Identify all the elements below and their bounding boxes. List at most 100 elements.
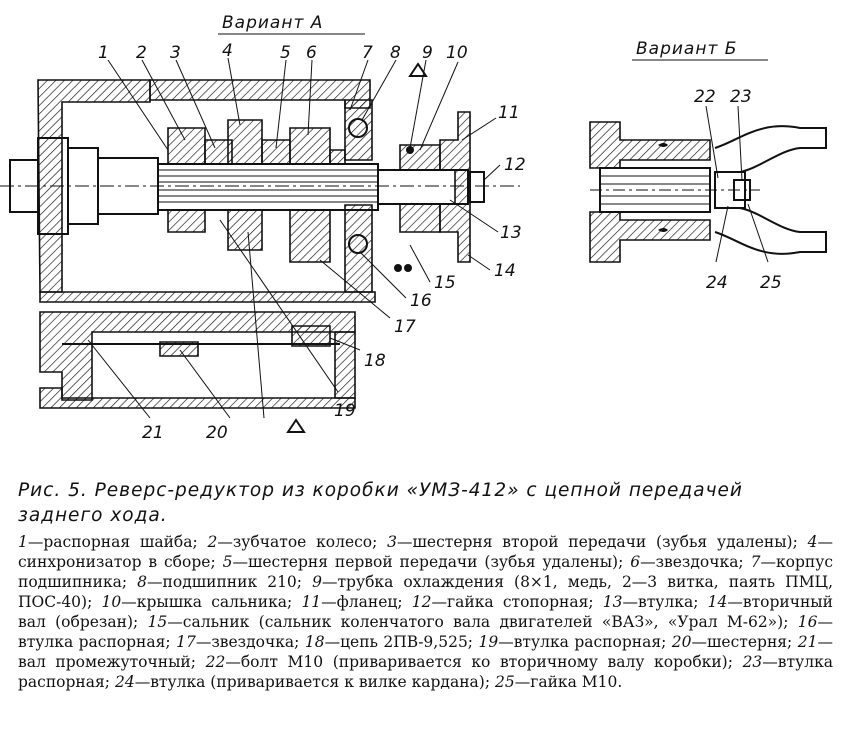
legend-item-text: звездочка; (211, 633, 300, 651)
legend-item-number: 18 (304, 633, 325, 651)
callout-1: 1 (98, 43, 109, 63)
legend-item-number: 5 (222, 553, 233, 571)
legend-item-text: сальник (сальник коленчатого вала двигат… (182, 613, 789, 631)
legend-item-text: гайка стопорная; (447, 593, 594, 611)
legend-item-number: 2 (207, 533, 218, 551)
legend-item: 23—втулка распорная; (18, 653, 833, 691)
legend-item: 16—втулка распорная; (18, 613, 833, 651)
variant-b-drawing: Вариант Б 22 23 24 25 (589, 39, 827, 293)
legend-item: 22—болт М10 (приваривается ко вторичному… (205, 653, 733, 671)
callout-10: 10 (446, 43, 468, 63)
legend-item: 4—синхронизатор в сборе; (18, 533, 833, 571)
legend-item: 11—фланец; (301, 593, 403, 611)
legend-item-text: трубка охлаждения (8×1, медь, 2—3 витка,… (18, 573, 834, 611)
legend-item-number: 12 (411, 593, 432, 611)
legend-item: 25—гайка М10. (494, 673, 623, 691)
legend-item-number: 22 (205, 653, 226, 671)
cardan-fork-upper (714, 125, 827, 173)
legend-item: 3—шестерня второй передачи (зубья удален… (387, 533, 798, 551)
sprocket-6 (289, 127, 331, 165)
cooling-tube-9 (406, 146, 414, 154)
callout-23: 23 (730, 87, 752, 107)
callout-numbers-a: 1 2 3 4 5 6 7 8 9 10 11 12 13 14 15 16 1… (98, 41, 526, 443)
callout-13: 13 (500, 223, 522, 243)
callout-5: 5 (280, 43, 291, 63)
legend-item: 5—шестерня первой передачи (зубья удален… (222, 553, 624, 571)
callout-21: 21 (142, 423, 164, 443)
callout-11: 11 (498, 103, 520, 123)
synchronizer-4 (227, 119, 263, 165)
legend-item-text: цепь 2ПВ-9,525; (340, 633, 474, 651)
legend-item: 12—гайка стопорная; (411, 593, 594, 611)
callout-15: 15 (434, 273, 456, 293)
legend-item: 7—корпус подшипника; (18, 553, 834, 591)
legend-item-text: синхронизатор в сборе; (18, 553, 216, 571)
legend-item-number: 15 (147, 613, 168, 631)
legend-item-text: болт М10 (приваривается ко вторичному ва… (240, 653, 733, 671)
legend-item-number: 16 (797, 613, 818, 631)
legend-item-number: 1 (18, 533, 28, 551)
legend-item-text: шестерня первой передачи (зубья удалены)… (247, 553, 624, 571)
flange-11 (439, 111, 471, 263)
legend-item-number: 20 (671, 633, 692, 651)
legend-item: 24—втулка (приваривается к вилке кардана… (114, 673, 491, 691)
legend-item-number: 10 (101, 593, 122, 611)
legend-item: 10—крышка сальника; (101, 593, 293, 611)
callout-3: 3 (170, 43, 181, 63)
legend-item-number: 17 (176, 633, 196, 651)
legend-item-text: втулка распорная; (18, 653, 833, 691)
gear-2 (167, 127, 206, 165)
reverse-gearbox-drawing: Вариант А (0, 13, 827, 443)
legend-item: 2—зубчатое колесо; (207, 533, 378, 551)
variant-a-title: Вариант А (222, 13, 323, 33)
lock-nut-12 (469, 171, 485, 203)
callout-leaders-b (705, 105, 769, 263)
legend-item: 6—звездочка; (630, 553, 744, 571)
legend-item: 1—распорная шайба; (18, 533, 198, 551)
legend-item: 13—втулка; (602, 593, 699, 611)
legend-item: 19—втулка распорная; (478, 633, 667, 651)
legend-item-number: 7 (750, 553, 761, 571)
legend-item-text: вал промежуточный; (18, 653, 196, 671)
variant-a-drawing: Вариант А (0, 13, 526, 443)
shaft-housing-upper-b (589, 121, 711, 169)
legend-item: 21—вал промежуточный; (18, 633, 833, 671)
legend-item-number: 8 (137, 573, 148, 591)
legend-item-number: 23 (742, 653, 763, 671)
lower-case-right (334, 331, 356, 399)
callout-17: 17 (394, 317, 416, 337)
legend-item-number: 6 (630, 553, 641, 571)
callout-20: 20 (206, 423, 228, 443)
gear-20 (159, 341, 199, 357)
callout-4: 4 (222, 41, 233, 61)
legend-item-text: подшипник 210; (162, 573, 303, 591)
callout-12: 12 (504, 155, 526, 175)
callout-14: 14 (494, 261, 516, 281)
callout-24: 24 (706, 273, 728, 293)
legend-item-text: втулка (приваривается к вилке кардана); (150, 673, 491, 691)
legend-item-number: 3 (387, 533, 397, 551)
legend-item: 18—цепь 2ПВ-9,525; (304, 633, 474, 651)
bearing-8 (348, 118, 368, 254)
callout-7: 7 (362, 43, 373, 63)
callout-numbers-b: 22 23 24 25 (694, 87, 782, 293)
callout-22: 22 (694, 87, 716, 107)
parts-legend: 1—распорная шайба; 2—зубчатое колесо; 3—… (18, 532, 833, 692)
legend-item: 17—звездочка; (176, 633, 300, 651)
legend-item-number: 21 (797, 633, 818, 651)
legend-item-text: фланец; (336, 593, 403, 611)
legend-item-number: 11 (301, 593, 322, 611)
variant-b-title: Вариант Б (636, 39, 737, 59)
legend-item-number: 19 (478, 633, 499, 651)
legend-item-text: крышка сальника; (136, 593, 293, 611)
legend-item: 20—шестерня; (671, 633, 793, 651)
callout-19: 19 (334, 401, 356, 421)
legend-item-text: вторичный вал (обрезан); (18, 593, 833, 631)
callout-6: 6 (306, 43, 317, 63)
legend-item-number: 24 (114, 673, 135, 691)
legend-item-number: 14 (707, 593, 728, 611)
legend-item-text: зубчатое колесо; (232, 533, 378, 551)
housing-shelf (39, 291, 376, 303)
splined-shaft (157, 163, 379, 211)
legend-item-text: втулка распорная; (18, 633, 171, 651)
